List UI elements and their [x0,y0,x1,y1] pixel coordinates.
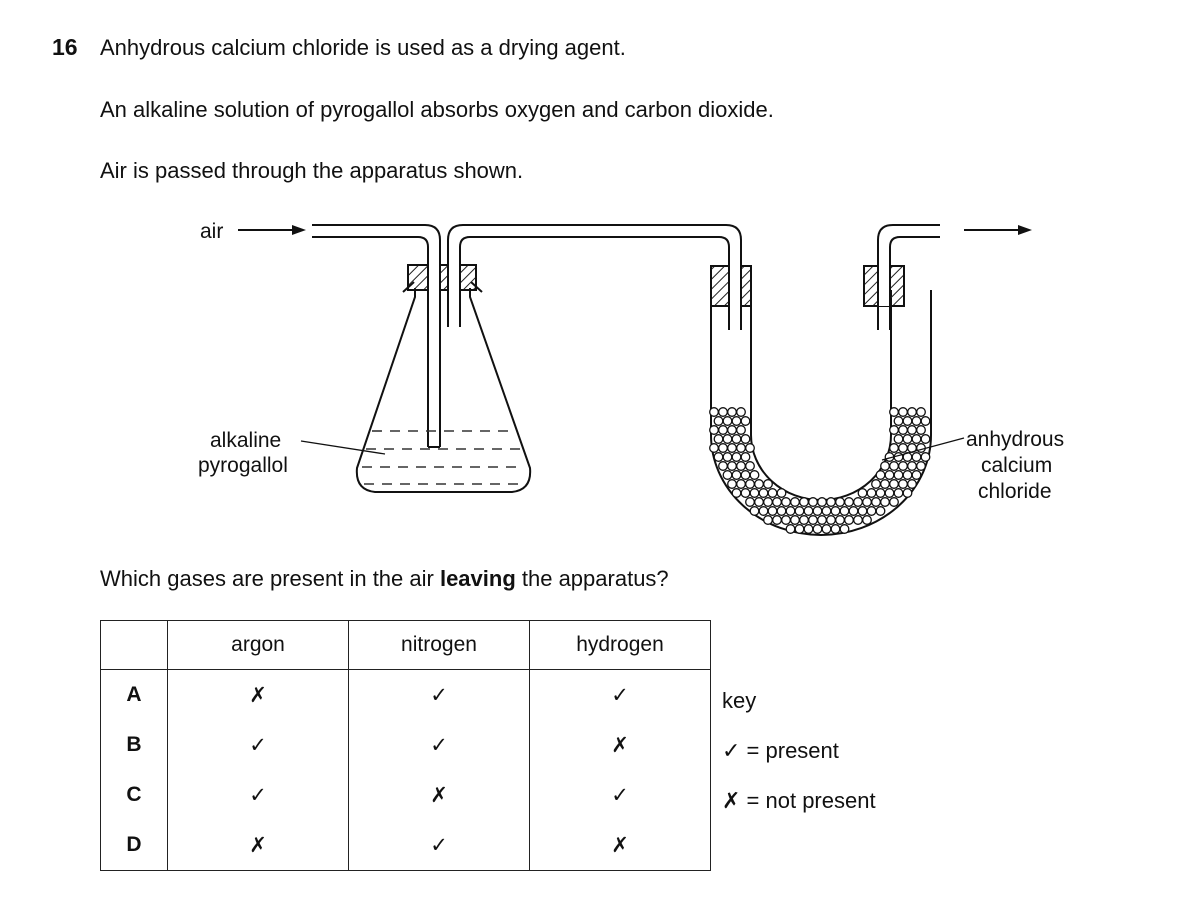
flask-stopper [407,264,477,291]
prompt-tail: the apparatus? [515,566,669,591]
header-nitrogen: nitrogen [348,620,530,670]
connecting-tube [447,224,742,327]
option-letter: C [100,770,168,820]
air-outlet-arrow [964,225,1032,235]
header-argon: argon [167,620,349,670]
u-tube-label-line-2: calcium [981,454,1052,477]
cell-mark: ✓ [348,820,530,871]
option-letter: A [100,669,168,720]
question-number: 16 [52,34,78,60]
cell-mark: ✓ [529,770,711,820]
prompt-lead: Which gases are present in the air [100,566,440,591]
cell-mark: ✓ [348,720,530,770]
cell-mark: ✓ [167,720,349,770]
flask-label-line-1: alkaline [210,429,281,452]
table-row-b: B ✓ ✓ ✗ [100,720,711,770]
header-blank [100,620,168,670]
cell-mark: ✓ [167,770,349,820]
cell-mark: ✓ [529,669,711,720]
option-letter: D [100,820,168,871]
cell-mark: ✗ [529,820,711,871]
key-present: ✓ = present [722,738,839,763]
flask-label-line-2: pyrogallol [198,454,288,477]
pyrogallol-liquid [362,430,524,485]
question-line-2: An alkaline solution of pyrogallol absor… [100,97,774,122]
table-row-d: D ✗ ✓ ✗ [100,820,711,871]
cell-mark: ✗ [348,770,530,820]
outlet-tube [877,224,940,330]
cell-mark: ✓ [348,669,530,720]
calcium-chloride-granules [709,407,931,534]
prompt-bold-word: leaving [439,566,516,591]
air-label: air [200,220,223,243]
table-header-row: argon nitrogen hydrogen [100,620,711,670]
u-tube-label-line-3: chloride [978,480,1052,503]
u-tube-label-line-1: anhydrous [966,428,1064,451]
table-row-c: C ✓ ✗ ✓ [100,770,711,820]
key-not-present: ✗ = not present [722,788,876,813]
table-row-a: A ✗ ✓ ✓ [100,669,711,720]
header-hydrogen: hydrogen [529,620,711,670]
answer-table: argon nitrogen hydrogen A ✗ ✓ ✓ B ✓ ✓ ✗ … [100,620,711,871]
u-tube-label-leader [881,437,965,461]
inlet-tube [312,224,441,448]
option-letter: B [100,720,168,770]
cell-mark: ✗ [167,820,349,871]
cell-mark: ✗ [529,720,711,770]
key-title: key [722,688,757,713]
question-prompt: Which gases are present in the air leavi… [100,565,669,593]
flask-label-leader [300,440,386,455]
cell-mark: ✗ [167,669,349,720]
air-inlet-arrow [238,225,306,235]
apparatus-diagram: air alkaline pyrogallol [198,220,1064,536]
conical-flask [355,281,532,493]
question-line-1: Anhydrous calcium chloride is used as a … [100,35,626,60]
question-line-3: Air is passed through the apparatus show… [100,158,524,183]
